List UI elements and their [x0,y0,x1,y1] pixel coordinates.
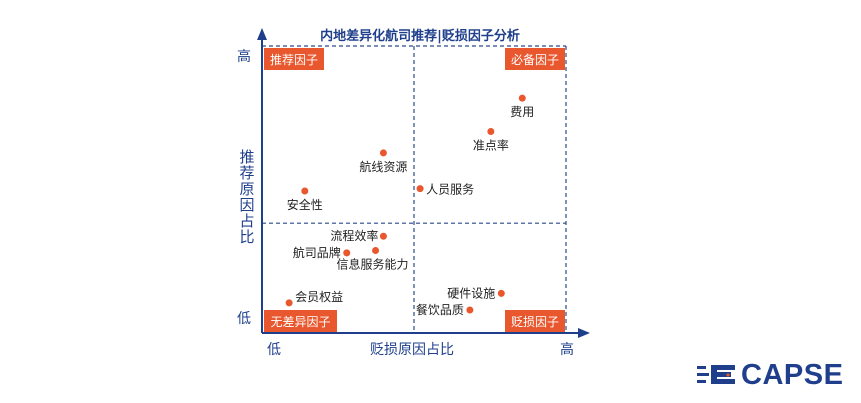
y-axis-arrow [257,28,267,40]
point-label-1: 准点率 [473,138,509,153]
quadrant-label-text: 无差异因子 [270,315,330,329]
point-label-7: 信息服务能力 [337,257,409,272]
x-axis-arrow [578,328,590,338]
x-tick-low: 低 [267,342,281,358]
point-3 [416,185,424,193]
x-axis-label: 贬损原因占比 [370,342,454,358]
point-5 [379,232,387,240]
x-tick-high: 高 [560,341,574,358]
point-10 [466,306,474,314]
quadrant-label-bg [505,48,565,70]
quadrant-label-bottom-right: 贬损因子 [505,310,565,332]
chart-title: 内地差异化航司推荐|贬损因子分析 [320,28,520,44]
quadrant-label-bg [264,48,324,70]
quadrant-label-bg [505,310,565,332]
point-1 [487,128,495,135]
y-axis-label: 推荐原因占比 [239,148,254,246]
point-label-10: 餐饮品质 [416,302,464,317]
point-label-0: 费用 [510,105,534,119]
point-label-4: 安全性 [287,197,323,212]
quadrant-label-text: 必备因子 [511,53,559,67]
quadrant-label-text: 推荐因子 [270,53,318,67]
quadrant-label-bottom-left: 无差异因子 [264,310,337,332]
point-8 [285,299,293,307]
logo-mark-icon [697,365,735,384]
point-label-3: 人员服务 [426,182,474,197]
brand-name: CAPSE [741,359,844,391]
point-2 [379,149,387,157]
point-4 [301,187,309,195]
point-7 [372,247,380,254]
point-9 [497,289,505,297]
quadrant-label-top-left: 推荐因子 [264,48,324,70]
point-6 [343,249,351,257]
capse-logo: CAPSE [697,358,847,394]
y-tick-high: 高 [237,48,251,65]
quadrant-label-top-right: 必备因子 [505,48,565,70]
axes [257,28,590,338]
quadrant-label-text: 贬损因子 [511,315,559,329]
point-label-6: 航司品牌 [293,245,341,260]
dashed-frame [262,45,567,333]
quadrant-label-bg [264,310,337,332]
point-0 [518,94,526,102]
point-label-8: 会员权益 [295,290,343,304]
y-tick-low: 低 [237,311,251,327]
point-label-2: 航线资源 [359,159,407,174]
point-label-9: 硬件设施 [447,286,495,300]
point-label-5: 流程效率 [330,228,378,243]
